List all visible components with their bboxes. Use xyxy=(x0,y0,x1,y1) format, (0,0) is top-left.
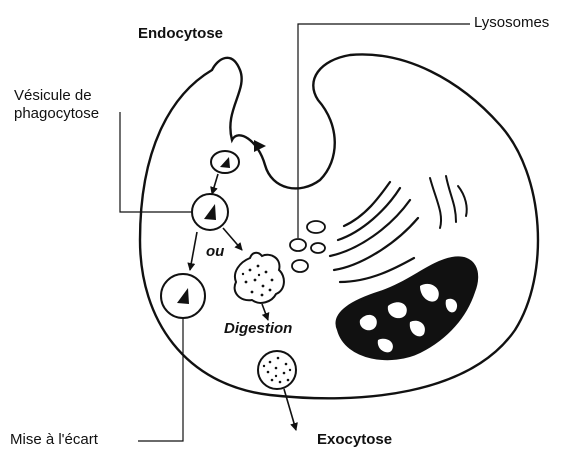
arrow-from-digestive-vesicle xyxy=(262,304,268,320)
arrow-to-digestive-vesicle xyxy=(223,228,242,250)
golgi-apparatus xyxy=(330,182,418,282)
label-vesicule-line2: phagocytose xyxy=(14,106,99,123)
arrow-to-phagocytic-vesicle xyxy=(212,174,218,194)
label-ou: ou xyxy=(206,244,224,261)
digestive-vesicle xyxy=(235,253,284,303)
lysosome-vesicles xyxy=(290,221,325,272)
label-lysosomes: Lysosomes xyxy=(474,15,549,32)
leader-vesicule xyxy=(120,112,192,212)
label-mise-a-lecart: Mise à l'écart xyxy=(10,432,98,449)
golgi-tips xyxy=(430,176,467,228)
arrow-to-isolated-vesicle xyxy=(190,232,197,270)
leader-mise-a-lecart xyxy=(138,318,183,441)
exocytosis-arrow xyxy=(284,389,296,430)
label-vesicule-line1: Vésicule de xyxy=(14,88,92,105)
label-endocytose: Endocytose xyxy=(138,26,223,43)
label-digestion: Digestion xyxy=(224,321,292,338)
label-exocytose: Exocytose xyxy=(317,432,392,449)
